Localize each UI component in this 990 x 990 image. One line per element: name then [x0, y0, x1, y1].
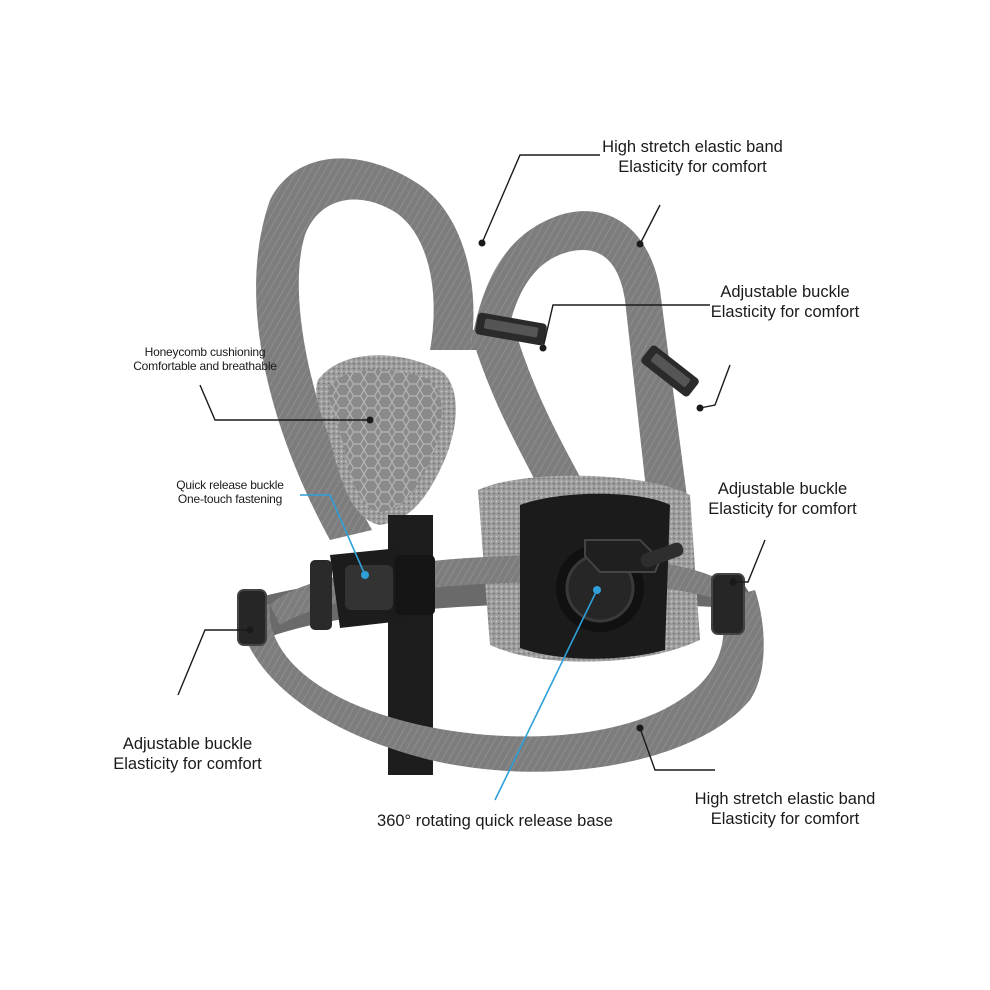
callout-left-buckle: Adjustable buckle Elasticity for comfort	[113, 735, 262, 773]
callout-honeycomb: Honeycomb cushioning Comfortable and bre…	[133, 345, 277, 374]
leader-top-band	[481, 154, 600, 244]
leader-left-buckle	[177, 629, 250, 696]
callout-base: 360° rotating quick release base	[377, 812, 613, 830]
leader-right-upper-buckle	[699, 364, 731, 409]
blue-leader-lines	[300, 494, 598, 801]
callout-bottom-band: High stretch elastic band Elasticity for…	[694, 790, 876, 828]
waist-band-front	[238, 590, 764, 772]
callout-upper-buckle: Adjustable buckle Elasticity for comfort	[710, 283, 860, 321]
leader-quick-release	[300, 494, 366, 576]
callout-quick-release: Quick release buckle One-touch fastening	[176, 478, 284, 507]
callout-right-buckle: Adjustable buckle Elasticity for comfort	[708, 480, 857, 518]
right-side-buckle	[711, 573, 745, 635]
left-shoulder-strap	[256, 158, 474, 541]
leader-bottom-band	[639, 727, 715, 771]
leader-upper-buckle	[542, 304, 710, 349]
leader-top-band-2	[639, 204, 661, 245]
callout-top-band: High stretch elastic band Elasticity for…	[602, 138, 783, 176]
leader-lines	[177, 154, 766, 771]
right-chest-strap	[470, 330, 590, 500]
leader-honeycomb	[199, 384, 370, 421]
rear-shoulder-strap	[470, 211, 690, 525]
leader-base	[494, 589, 598, 801]
leader-right-buckle	[733, 539, 766, 583]
left-side-buckle	[237, 589, 267, 646]
